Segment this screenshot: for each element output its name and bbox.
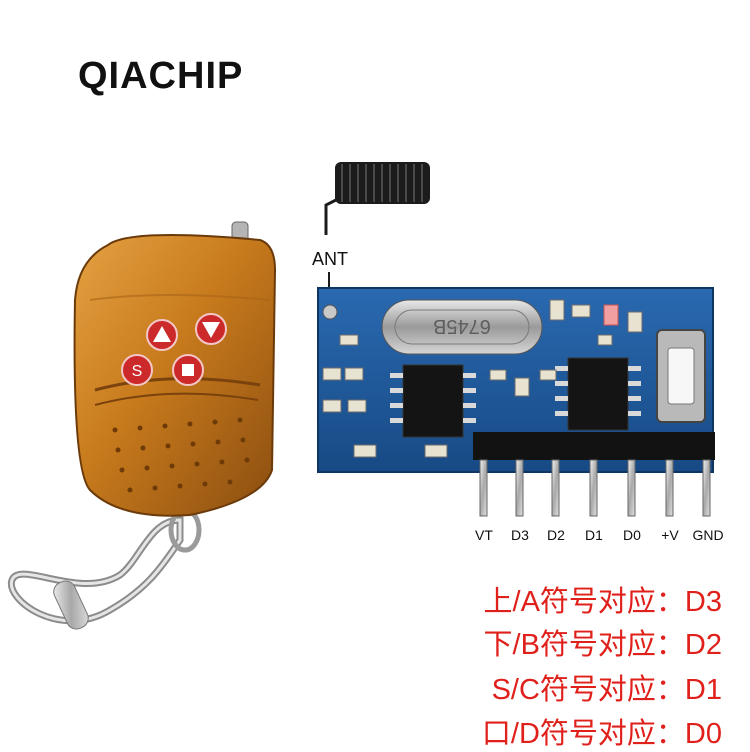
remote-button-s[interactable]: S: [121, 354, 153, 386]
pin-label-d0: D0: [623, 527, 641, 543]
antenna-label: ANT: [312, 249, 348, 269]
mapping-line-d: 口/D符号对应：D0: [481, 718, 722, 750]
button-s-label: S: [132, 363, 143, 380]
mapping-line-c: S/C符号对应：D1: [491, 674, 722, 706]
pin-label-d2: D2: [547, 527, 565, 543]
remote-button-b[interactable]: [195, 313, 227, 345]
stop-square-icon: [182, 364, 194, 376]
mapping-line-a: 上/A符号对应：D3: [483, 586, 722, 618]
brand-logo-text: QIACHIP: [78, 55, 244, 97]
receiver-pcb: 6745B: [317, 287, 715, 473]
remote-button-a[interactable]: [146, 319, 178, 351]
pin-label-vplus: +V: [661, 527, 679, 543]
pin-label-d1: D1: [585, 527, 603, 543]
down-arrow-icon: [202, 322, 220, 338]
up-arrow-icon: [153, 326, 171, 342]
crystal-marking: 6745B: [433, 315, 491, 337]
pin-label-gnd: GND: [692, 527, 724, 543]
mapping-line-b: 下/B符号对应：D2: [483, 629, 722, 661]
pin-label-vt: VT: [475, 527, 493, 543]
remote-button-d[interactable]: [172, 354, 204, 386]
header-pins: [479, 459, 711, 517]
keyring-clasp: [7, 507, 202, 630]
antenna-coil: [324, 162, 430, 308]
pin-label-d3: D3: [511, 527, 529, 543]
